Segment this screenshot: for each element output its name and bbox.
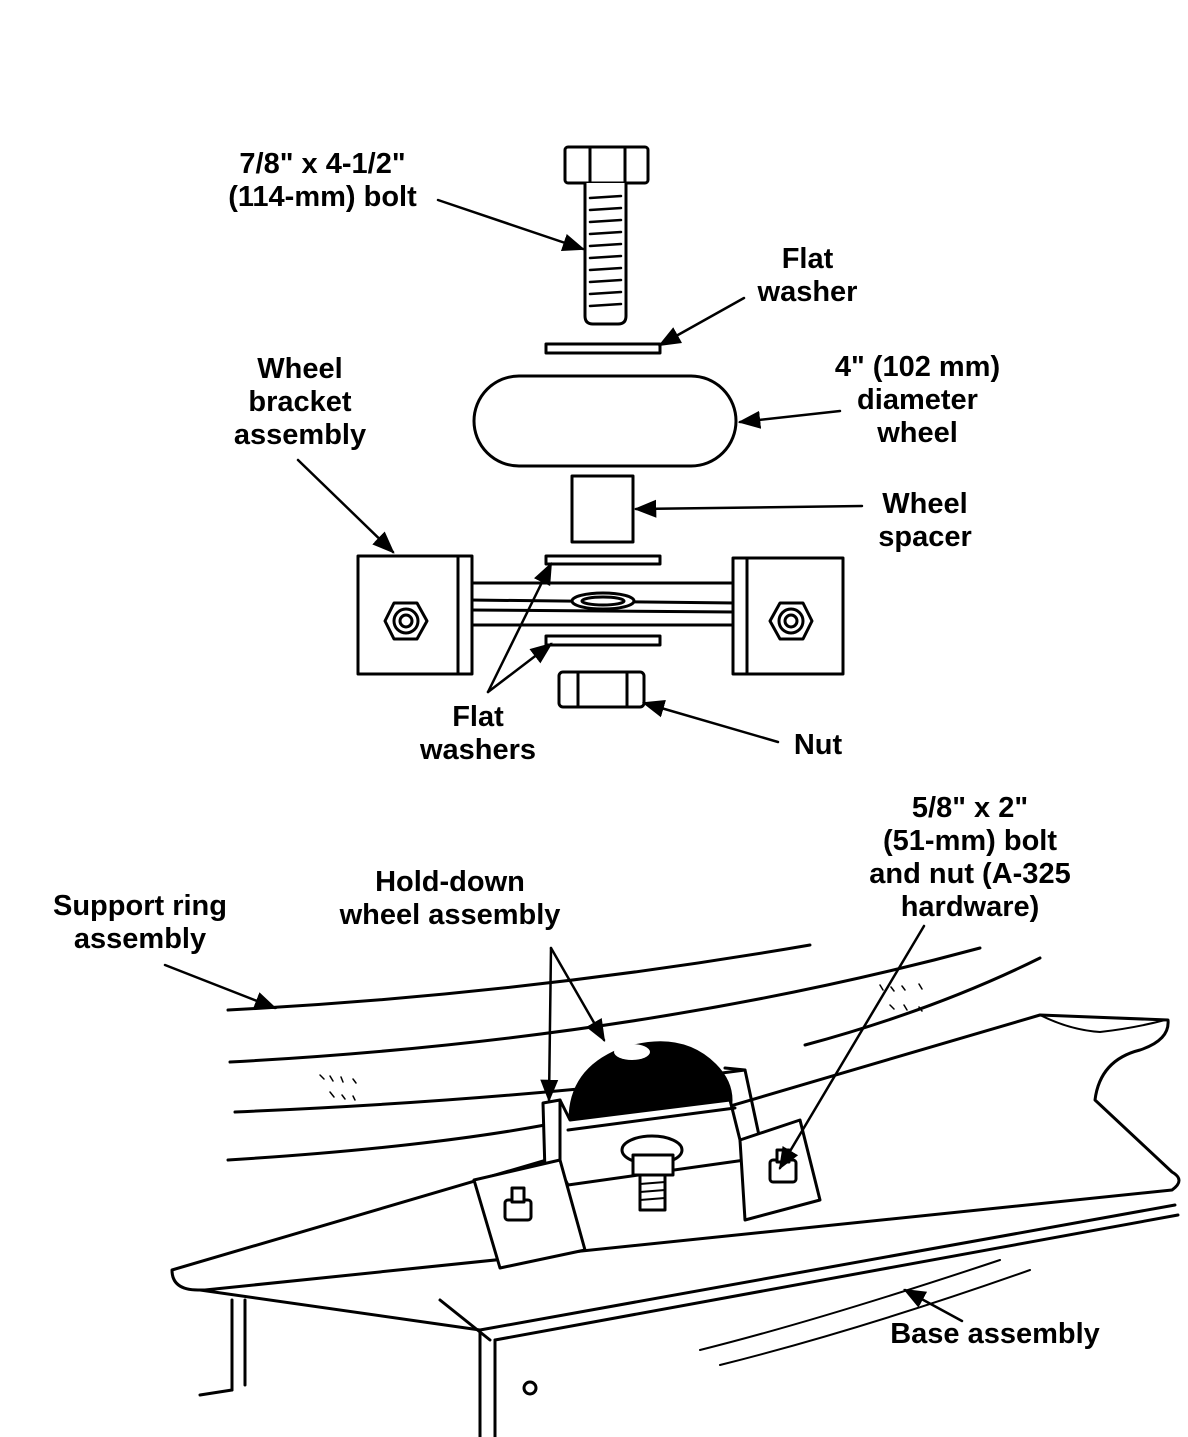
holddown-label-line-1: Hold-down: [375, 866, 525, 898]
small-bolt-label: 5/8" x 2" (51-mm) bolt and nut (A-325 ha…: [840, 792, 1100, 924]
nut-label-line-1: Nut: [793, 729, 843, 761]
bolt-label-line-2: (114-mm) bolt: [228, 181, 417, 213]
bolt-label: 7/8" x 4-1/2" (114-mm) bolt: [180, 148, 465, 214]
nut-label: Nut: [778, 729, 858, 762]
small-bolt-label-line-4: hardware): [900, 891, 1040, 923]
base-label-line-1: Base assembly: [890, 1318, 1100, 1350]
flat-washer-lower: [544, 634, 662, 647]
wheel-drawing: [472, 374, 738, 468]
bracket-drawing: [356, 554, 845, 676]
small-bolt-label-line-2: (51-mm) bolt: [883, 825, 1057, 857]
support-ring-label-line-1: Support ring: [53, 890, 227, 922]
bracket-label: Wheel bracket assembly: [210, 353, 390, 452]
holddown-wheel-drawing: [472, 1041, 822, 1270]
flat-washer-upper: [544, 554, 662, 566]
support-ring-drawing: [226, 943, 1042, 1162]
flat-washer-label: Flat washer: [735, 243, 880, 309]
wheel-label-line-2: diameter: [857, 384, 978, 416]
wheel-label: 4" (102 mm) diameter wheel: [810, 351, 1025, 450]
wheel-spacer-drawing: [570, 474, 635, 544]
flat-washers-label: Flat washers: [398, 701, 558, 767]
spacer-label: Wheel spacer: [855, 488, 995, 554]
bolt-label-line-1: 7/8" x 4-1/2": [239, 148, 406, 180]
wheel-label-line-3: wheel: [877, 417, 958, 449]
bolt-drawing: [563, 145, 650, 326]
flat-washers-label-line-1: Flat: [452, 701, 504, 733]
base-label: Base assembly: [860, 1318, 1130, 1351]
bracket-label-line-2: bracket: [248, 386, 352, 418]
bracket-label-line-1: Wheel: [257, 353, 343, 385]
leader-lines: [163, 198, 964, 1323]
wheel-label-line-1: 4" (102 mm): [834, 351, 1001, 383]
spacer-label-line-1: Wheel: [882, 488, 968, 520]
flat-washer-label-line-2: washer: [757, 276, 858, 308]
small-bolt-label-line-1: 5/8" x 2": [911, 792, 1029, 824]
bracket-label-line-3: assembly: [233, 419, 367, 451]
flat-washer-top: [544, 342, 662, 355]
flat-washers-label-line-2: washers: [419, 734, 537, 766]
holddown-label-line-2: wheel assembly: [339, 899, 561, 931]
spacer-label-line-2: spacer: [878, 521, 972, 553]
nut-drawing: [557, 670, 646, 709]
flat-washer-label-line-1: Flat: [781, 243, 834, 275]
support-ring-label-line-2: assembly: [73, 923, 207, 955]
small-bolt-label-line-3: and nut (A-325: [869, 858, 1071, 890]
holddown-label: Hold-down wheel assembly: [300, 866, 600, 932]
support-ring-label: Support ring assembly: [30, 890, 250, 956]
